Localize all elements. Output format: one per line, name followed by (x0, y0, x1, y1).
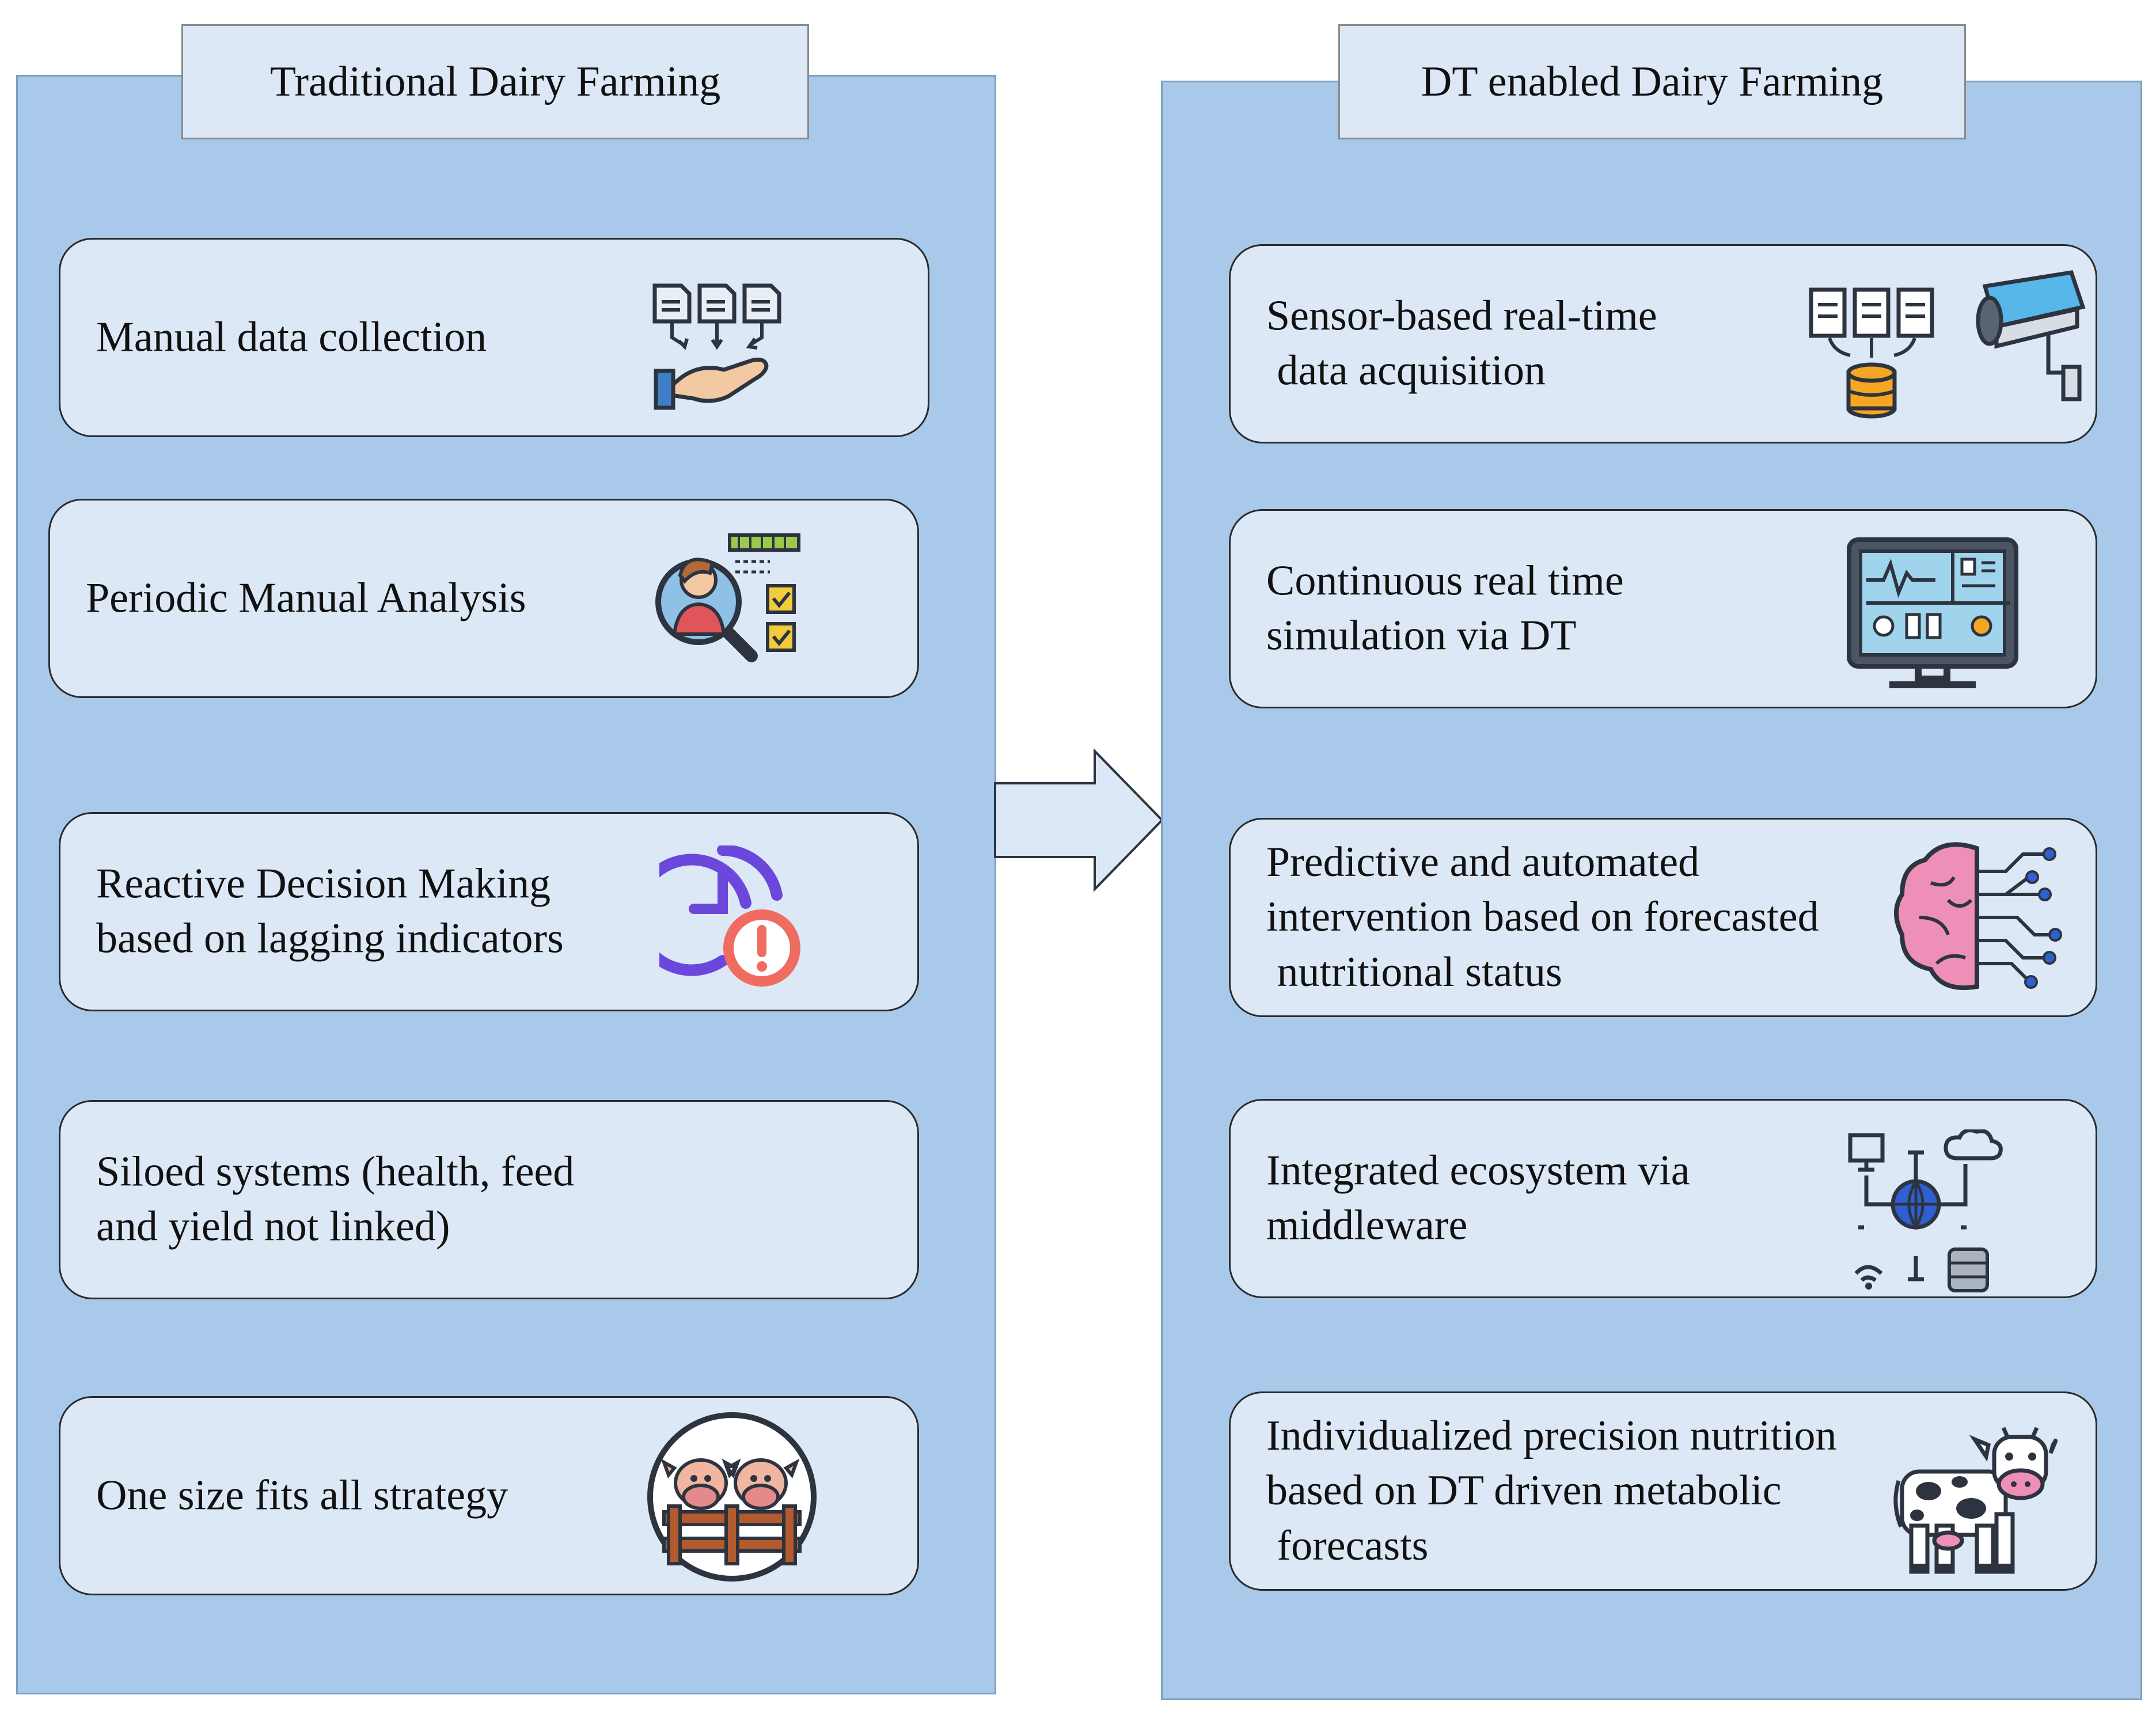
card-text-line: One size fits all strategy (96, 1472, 508, 1519)
card-text-line: forecasts (1266, 1522, 1429, 1569)
network-ecosystem-icon (1848, 1129, 2003, 1292)
card-sensor-data-acquisition: Sensor-based real-time data acquisition (1229, 244, 2097, 443)
card-text-line: Reactive Decision Making (96, 860, 551, 908)
analyst-magnifier-checklist-icon (655, 533, 800, 662)
card-text-line: middleware (1266, 1202, 1468, 1249)
ai-brain-circuit-icon (1894, 842, 2062, 990)
card-text-line: data acquisition (1266, 347, 1546, 395)
dt-enabled-header: DT enabled Dairy Farming (1338, 24, 1966, 139)
transition-arrow (994, 749, 1164, 892)
card-one-size-fits-all: One size fits all strategy (59, 1396, 919, 1595)
monitor-dashboard-icon (1847, 537, 2018, 688)
card-text-line: Integrated ecosystem via (1266, 1147, 1690, 1195)
card-reactive-decision-making: Reactive Decision Making based on laggin… (59, 812, 919, 1011)
card-predictive-intervention: Predictive and automated intervention ba… (1229, 818, 2097, 1017)
card-text-line: Siloed systems (health, feed (96, 1148, 575, 1196)
sensor-camera-database-icon (1809, 270, 2086, 419)
clock-alert-icon (659, 845, 800, 987)
card-text-line: simulation via DT (1266, 612, 1577, 659)
card-siloed-systems: Siloed systems (health, feed and yield n… (59, 1100, 919, 1299)
card-periodic-manual-analysis: Periodic Manual Analysis (48, 499, 919, 698)
cows-in-pen-icon (647, 1412, 817, 1582)
card-text-line: and yield not linked) (96, 1203, 450, 1250)
card-text-line: nutritional status (1266, 948, 1562, 996)
card-text-line: Manual data collection (96, 313, 487, 361)
card-text-line: Periodic Manual Analysis (86, 574, 526, 622)
card-text-line: based on DT driven metabolic (1266, 1467, 1782, 1515)
card-integrated-ecosystem: Integrated ecosystem via middleware (1229, 1099, 2097, 1298)
card-text-line: based on lagging indicators (96, 915, 564, 962)
card-text-line: intervention based on forecasted (1266, 893, 1819, 941)
card-individualized-nutrition: Individualized precision nutrition based… (1229, 1391, 2097, 1591)
card-text-line: Sensor-based real-time (1266, 292, 1657, 340)
dairy-cow-icon (1893, 1427, 2058, 1574)
card-text-line: Individualized precision nutrition (1266, 1412, 1837, 1459)
traditional-header: Traditional Dairy Farming (181, 24, 809, 139)
card-manual-data-collection: Manual data collection (59, 238, 929, 437)
data-collection-hand-icon (652, 283, 781, 410)
card-continuous-simulation: Continuous real time simulation via DT (1229, 509, 2097, 708)
card-text-line: Predictive and automated (1266, 838, 1700, 886)
card-text-line: Continuous real time (1266, 557, 1624, 605)
